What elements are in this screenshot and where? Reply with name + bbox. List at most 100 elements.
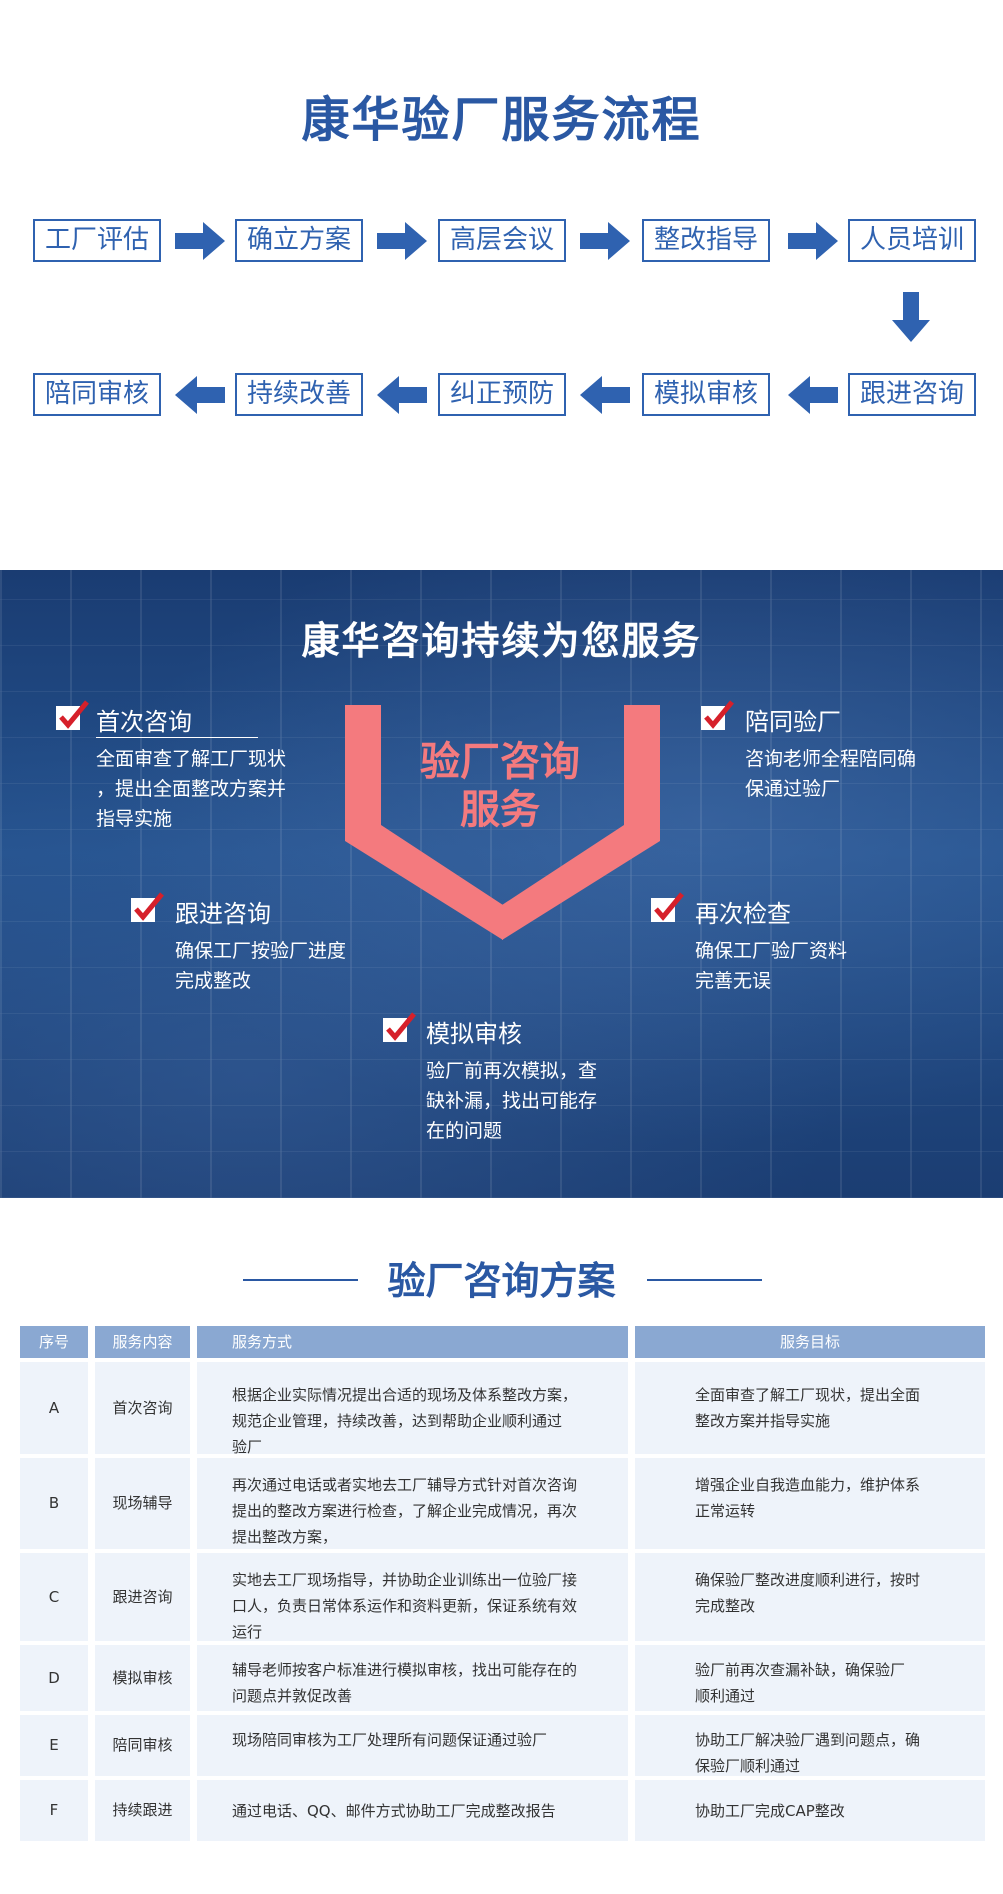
- table-cell-id: E: [20, 1715, 88, 1776]
- table-cell-goal: 验厂前再次查漏补缺，确保验厂顺利通过: [635, 1645, 985, 1711]
- goal-text: 增强企业自我造血能力，维护体系正常运转: [695, 1472, 975, 1524]
- table-cell-method: 现场陪同审核为工厂处理所有问题保证通过验厂: [197, 1715, 628, 1776]
- flow-step-9: 持续改善: [235, 373, 363, 416]
- method-line: 提出整改方案，: [232, 1528, 338, 1546]
- desc-line: 确保工厂按验厂进度: [175, 940, 347, 962]
- arrow-left-icon: [175, 376, 225, 414]
- flow-step-4: 整改指导: [642, 219, 770, 262]
- method-line: 验厂: [232, 1438, 263, 1456]
- method-line: 通过电话、QQ、邮件方式协助工厂完成整改报告: [232, 1802, 556, 1820]
- table-cell-method: 实地去工厂现场指导，并协助企业训练出一位验厂接口人，负责日常体系运作和资料更新，…: [197, 1553, 628, 1641]
- goal-line: 增强企业自我造血能力，维护体系: [695, 1476, 921, 1494]
- table-cell-goal: 增强企业自我造血能力，维护体系正常运转: [635, 1458, 985, 1549]
- flow-step-6: 跟进咨询: [848, 373, 976, 416]
- table-cell-content: 现场辅导: [95, 1458, 190, 1549]
- arrow-left-icon: [580, 376, 630, 414]
- header-method: 服务方式: [197, 1326, 628, 1358]
- method-line: 辅导老师按客户标准进行模拟审核，找出可能存在的: [232, 1661, 578, 1679]
- table-cell-id: D: [20, 1645, 88, 1711]
- header-id: 序号: [20, 1326, 88, 1358]
- goal-line: 完成整改: [695, 1597, 756, 1615]
- service-item-title: 模拟审核: [426, 1020, 522, 1048]
- title-line-right: [647, 1279, 762, 1281]
- table-cell-content: 陪同审核: [95, 1715, 190, 1776]
- method-line: 规范企业管理，持续改善，达到帮助企业顺利通过: [232, 1412, 563, 1430]
- table-cell-content: 跟进咨询: [95, 1553, 190, 1641]
- goal-text: 协助工厂解决验厂遇到问题点，确保验厂顺利通过: [695, 1727, 975, 1779]
- check-icon: [56, 700, 89, 730]
- flow-step-8: 纠正预防: [438, 373, 566, 416]
- service-title: 康华咨询持续为您服务: [301, 619, 702, 663]
- method-text: 实地去工厂现场指导，并协助企业训练出一位验厂接口人，负责日常体系运作和资料更新，…: [232, 1567, 622, 1645]
- flow-step-1: 工厂评估: [33, 219, 161, 262]
- table-cell-method: 辅导老师按客户标准进行模拟审核，找出可能存在的问题点并敦促改善: [197, 1645, 628, 1711]
- service-item-title: 再次检查: [695, 900, 791, 928]
- flow-step-3: 高层会议: [438, 219, 566, 262]
- factory-background: [0, 570, 1003, 1198]
- method-line: 口人，负责日常体系运作和资料更新，保证系统有效: [232, 1597, 578, 1615]
- method-line: 问题点并敦促改善: [232, 1687, 353, 1705]
- title-underline: [96, 737, 258, 738]
- table-cell-id: A: [20, 1362, 88, 1454]
- arrow-right-icon: [580, 222, 630, 260]
- bracket-shape: [345, 705, 660, 940]
- flow-step-2: 确立方案: [235, 219, 363, 262]
- goal-line: 确保验厂整改进度顺利进行，按时: [695, 1571, 921, 1589]
- service-item-desc: 咨询老师全程陪同确 保通过验厂: [745, 744, 965, 804]
- goal-text: 全面审查了解工厂现状，提出全面整改方案并指导实施: [695, 1382, 975, 1434]
- arrow-left-icon: [788, 376, 838, 414]
- desc-line: 缺补漏，找出可能存: [426, 1090, 598, 1112]
- service-item-title: 首次咨询: [96, 708, 192, 736]
- flow-step-7: 模拟审核: [642, 373, 770, 416]
- table-cell-method: 通过电话、QQ、邮件方式协助工厂完成整改报告: [197, 1780, 628, 1841]
- goal-text: 确保验厂整改进度顺利进行，按时完成整改: [695, 1567, 975, 1619]
- goal-line: 验厂前再次查漏补缺，确保验厂: [695, 1661, 906, 1679]
- service-item-title: 跟进咨询: [175, 900, 271, 928]
- desc-line: 完成整改: [175, 970, 252, 992]
- flow-step-5: 人员培训: [848, 219, 976, 262]
- goal-line: 协助工厂完成CAP整改: [695, 1802, 845, 1820]
- table-cell-id: B: [20, 1458, 88, 1549]
- arrow-left-icon: [377, 376, 427, 414]
- goal-line: 整改方案并指导实施: [695, 1412, 831, 1430]
- arrow-down-icon: [892, 292, 930, 342]
- table-cell-id: F: [20, 1780, 88, 1841]
- desc-line: 完善无误: [695, 970, 772, 992]
- service-item-desc: 确保工厂按验厂进度 完成整改: [175, 936, 395, 996]
- desc-line: 指导实施: [96, 808, 173, 830]
- table-cell-content: 模拟审核: [95, 1645, 190, 1711]
- check-icon: [383, 1012, 416, 1042]
- method-line: 运行: [232, 1623, 263, 1641]
- desc-line: 全面审查了解工厂现状: [96, 748, 287, 770]
- table-cell-id: C: [20, 1553, 88, 1641]
- service-item-title: 陪同验厂: [745, 708, 841, 736]
- method-text: 现场陪同审核为工厂处理所有问题保证通过验厂: [232, 1727, 622, 1753]
- header-goal: 服务目标: [635, 1326, 985, 1358]
- service-item-desc: 确保工厂验厂资料 完善无误: [695, 936, 915, 996]
- flow-step-10: 陪同审核: [33, 373, 161, 416]
- method-text: 通过电话、QQ、邮件方式协助工厂完成整改报告: [232, 1798, 622, 1824]
- goal-line: 协助工厂解决验厂遇到问题点，确: [695, 1731, 921, 1749]
- table-cell-goal: 全面审查了解工厂现状，提出全面整改方案并指导实施: [635, 1362, 985, 1454]
- goal-text: 验厂前再次查漏补缺，确保验厂顺利通过: [695, 1657, 975, 1709]
- arrow-right-icon: [377, 222, 427, 260]
- desc-line: 保通过验厂: [745, 778, 841, 800]
- check-icon: [651, 892, 684, 922]
- center-label-line2: 服务: [460, 787, 540, 833]
- table-cell-content: 首次咨询: [95, 1362, 190, 1454]
- table-cell-method: 再次通过电话或者实地去工厂辅导方式针对首次咨询提出的整改方案进行检查，了解企业完…: [197, 1458, 628, 1549]
- table-cell-goal: 协助工厂完成CAP整改: [635, 1780, 985, 1841]
- arrow-right-icon: [788, 222, 838, 260]
- desc-line: 在的问题: [426, 1120, 503, 1142]
- header-content: 服务内容: [95, 1326, 190, 1358]
- method-text: 再次通过电话或者实地去工厂辅导方式针对首次咨询提出的整改方案进行检查，了解企业完…: [232, 1472, 622, 1550]
- flow-title: 康华验厂服务流程: [301, 92, 702, 148]
- desc-line: 咨询老师全程陪同确: [745, 748, 917, 770]
- method-text: 辅导老师按客户标准进行模拟审核，找出可能存在的问题点并敦促改善: [232, 1657, 622, 1709]
- desc-line: 确保工厂验厂资料: [695, 940, 848, 962]
- method-line: 现场陪同审核为工厂处理所有问题保证通过验厂: [232, 1731, 548, 1749]
- center-label-line1: 验厂咨询: [420, 739, 580, 785]
- title-line-left: [243, 1279, 358, 1281]
- check-icon: [701, 700, 734, 730]
